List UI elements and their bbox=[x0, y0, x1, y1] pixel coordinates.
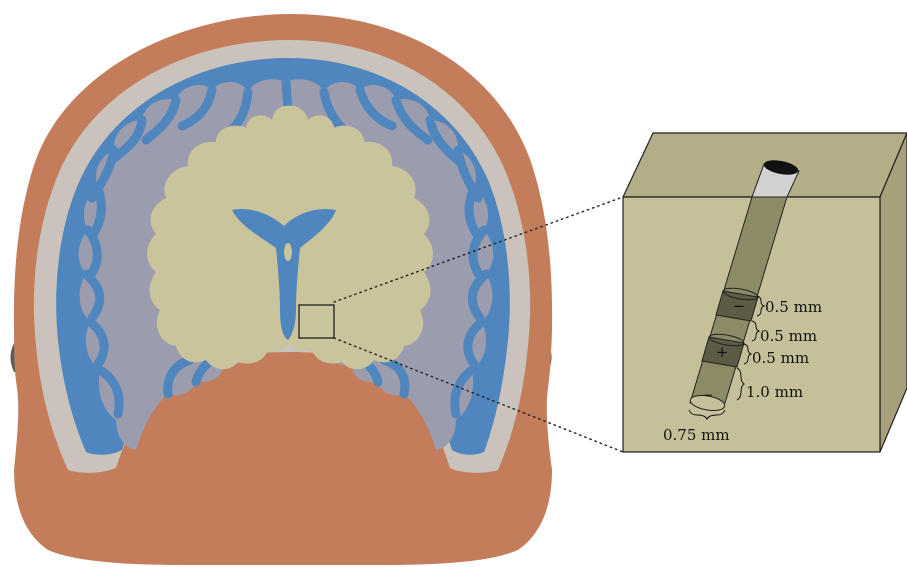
label-contact-2-length: 0.5 mm bbox=[752, 349, 809, 367]
label-spacing-length: 0.5 mm bbox=[760, 327, 817, 345]
anode-sign: + bbox=[716, 343, 729, 361]
label-tip-length: 1.0 mm bbox=[746, 383, 803, 401]
head-coronal-section bbox=[10, 14, 552, 565]
tip-sign: − bbox=[703, 388, 713, 402]
label-contact-1-length: 0.5 mm bbox=[765, 298, 822, 316]
label-lead-diameter: 0.75 mm bbox=[663, 426, 730, 444]
septum-pellucidum bbox=[284, 243, 292, 261]
cathode-sign: − bbox=[733, 297, 746, 315]
